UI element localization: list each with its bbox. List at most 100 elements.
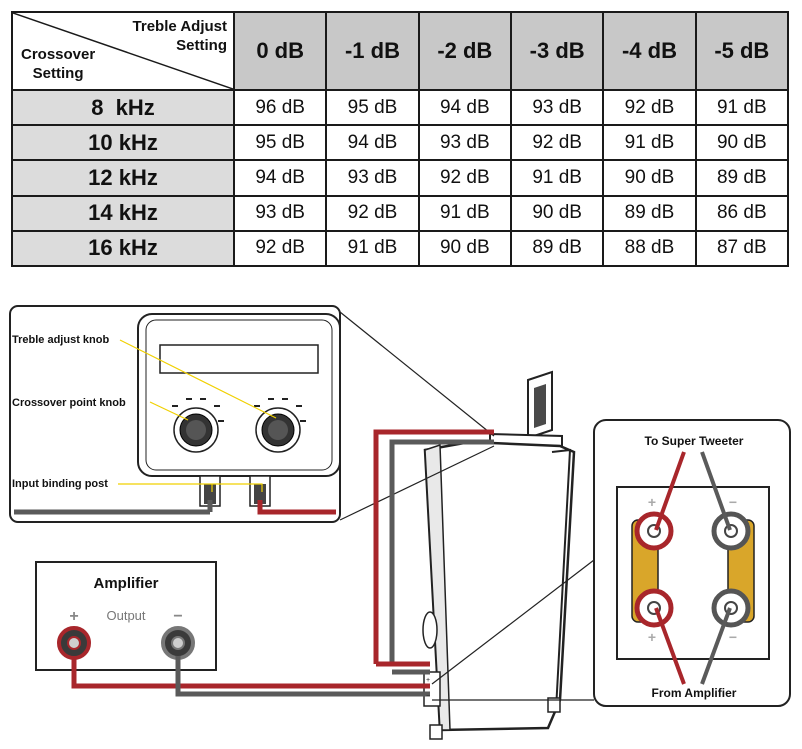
callout-line-top <box>339 311 495 437</box>
col-header: -5 dB <box>694 11 790 91</box>
table-cell: 96 dB <box>232 88 328 127</box>
treble-knob-label: Treble adjust knob <box>12 334 109 346</box>
binding-post-negative-core <box>204 484 216 504</box>
crossover-setting-label: Setting <box>32 65 84 82</box>
knob-scale-ticks <box>172 398 306 422</box>
table-cell: 91 dB <box>509 159 605 197</box>
table-cell: 94 dB <box>325 124 420 162</box>
amplifier-title: Amplifier <box>93 575 158 592</box>
table-cell: 88 dB <box>602 229 697 268</box>
table-cell: 90 dB <box>417 229 512 268</box>
table-cell: 91 dB <box>694 88 790 127</box>
panel-positive-wire <box>257 500 336 515</box>
corner-bottom-label: Crossover Setting <box>21 45 95 83</box>
amp-negative-wire <box>175 656 430 697</box>
header-row: Treble Adjust Setting Crossover Setting … <box>11 11 790 91</box>
tweeter-speaker <box>422 370 576 740</box>
table-cell: 90 dB <box>509 194 605 232</box>
terminal-minus-top: − <box>729 494 737 510</box>
wire-from-amp-positive <box>654 607 686 685</box>
amplifier-plus-sign: + <box>69 608 78 625</box>
table-cell: 92 dB <box>232 229 328 268</box>
treble-adjust-label: Treble Adjust <box>132 18 227 35</box>
table-cell: 90 dB <box>602 159 697 197</box>
table-cell: 86 dB <box>694 194 790 232</box>
table-row: 14 kHz 93 dB 92 dB 91 dB 90 dB 89 dB 86 … <box>11 194 790 232</box>
crossover-knob-cap <box>186 420 206 440</box>
wire-from-amp-negative <box>700 607 732 685</box>
row-header: 16 kHz <box>11 229 235 268</box>
speaker-edge <box>551 448 572 711</box>
rear-panel-zoom: Treble adjust knob Crossover point knob … <box>9 305 341 523</box>
table-cell: 89 dB <box>694 159 790 197</box>
panel-inner <box>145 319 333 471</box>
crossover-knob-label: Crossover point knob <box>12 397 126 409</box>
row-header: 10 kHz <box>11 124 235 162</box>
speaker-foot-left <box>429 724 443 740</box>
wire-to-tweeter-negative <box>700 451 732 531</box>
col-header: -2 dB <box>417 11 512 91</box>
corner-top-label: Treble Adjust Setting <box>133 17 227 55</box>
table-cell: 91 dB <box>417 194 512 232</box>
table-cell: 95 dB <box>325 88 420 127</box>
table-cell: 87 dB <box>694 229 790 268</box>
row-header: 8 kHz <box>11 88 235 127</box>
terminal-zoom: To Super Tweeter From Amplifier + − + − <box>593 419 791 707</box>
table-cell: 93 dB <box>325 159 420 197</box>
table-cell: 91 dB <box>325 229 420 268</box>
from-amplifier-label: From Amplifier <box>652 686 737 700</box>
col-header: -3 dB <box>509 11 605 91</box>
to-super-tweeter-label: To Super Tweeter <box>645 434 744 448</box>
terminal-mark-plus: + <box>426 677 430 684</box>
diagonal-divider <box>13 13 233 89</box>
table-row: 10 kHz 95 dB 94 dB 93 dB 92 dB 91 dB 90 … <box>11 124 790 162</box>
treble-pointer-line <box>119 339 277 419</box>
col-header: -1 dB <box>325 11 420 91</box>
table-cell: 90 dB <box>694 124 790 162</box>
amplifier-output-label: Output <box>106 608 145 623</box>
table-cell: 94 dB <box>417 88 512 127</box>
table-cell: 92 dB <box>509 124 605 162</box>
speaker-negative-feed <box>389 439 494 664</box>
speaker-port <box>422 611 438 649</box>
crossover-label: Crossover <box>21 46 96 63</box>
amp-positive-wire <box>71 656 430 689</box>
corner-cell: Treble Adjust Setting Crossover Setting <box>11 11 235 91</box>
treble-knob-cap <box>268 420 288 440</box>
tweeter-grille <box>534 384 546 428</box>
table-cell: 93 dB <box>509 88 605 127</box>
treble-setting-label: Setting <box>176 37 227 54</box>
col-header: 0 dB <box>232 11 328 91</box>
speaker-foot-right <box>547 697 561 713</box>
table-cell: 91 dB <box>602 124 697 162</box>
panel-plate <box>137 313 341 477</box>
input-post-label: Input binding post <box>12 478 108 490</box>
binding-post-positive-core <box>254 484 266 504</box>
callout-line-bottom <box>339 445 495 521</box>
table-cell: 92 dB <box>417 159 512 197</box>
table-cell: 92 dB <box>602 88 697 127</box>
table-cell: 95 dB <box>232 124 328 162</box>
terminal-callout-top <box>431 559 595 685</box>
table-row: 12 kHz 94 dB 93 dB 92 dB 91 dB 90 dB 89 … <box>11 159 790 197</box>
table-cell: 94 dB <box>232 159 328 197</box>
table-cell: 92 dB <box>325 194 420 232</box>
terminal-minus-bottom: − <box>729 629 737 645</box>
crossover-pointer-line <box>149 401 189 421</box>
wire-to-tweeter-positive <box>654 451 686 531</box>
input-pointer-line <box>118 483 263 492</box>
spec-table: Treble Adjust Setting Crossover Setting … <box>11 11 790 268</box>
table-cell: 93 dB <box>417 124 512 162</box>
table-row: 8 kHz 96 dB 95 dB 94 dB 93 dB 92 dB 91 d… <box>11 88 790 127</box>
table-row: 16 kHz 92 dB 91 dB 90 dB 89 dB 88 dB 87 … <box>11 229 790 268</box>
terminal-plus-bottom: + <box>648 629 656 645</box>
row-header: 12 kHz <box>11 159 235 197</box>
terminal-mark-minus: − <box>426 693 430 700</box>
table-cell: 89 dB <box>602 194 697 232</box>
speaker-positive-feed <box>373 429 494 664</box>
table-cell: 89 dB <box>509 229 605 268</box>
col-header: -4 dB <box>602 11 697 91</box>
table-cell: 93 dB <box>232 194 328 232</box>
amplifier: Amplifier Output + − <box>35 561 217 671</box>
